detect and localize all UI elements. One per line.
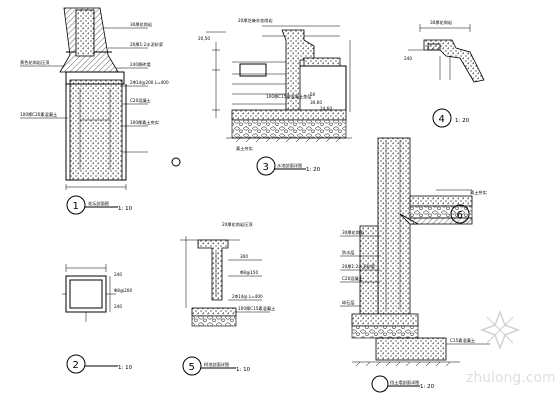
d4-scale: 1: 20 <box>455 118 470 124</box>
d6-note-4: C20混凝土 <box>342 275 363 282</box>
d2-note-2: Φ8@200 <box>114 288 132 293</box>
d5-note-1: 300 <box>240 254 248 259</box>
watermark-text: zhulong.com <box>466 370 556 386</box>
d6-note-2: 防水层 <box>342 249 355 256</box>
d1-number: 1 <box>73 201 79 212</box>
d1-note-r1: 30厚花岗岩 <box>130 21 152 28</box>
detail-2-column-plan: 240 Φ8@200 240 2 1: 10 <box>62 264 133 374</box>
d6-note-3: 20厚1:2水泥砂浆 <box>342 263 376 270</box>
d3-dim-1: 20,50 <box>198 36 210 41</box>
d3-dim-3: 30,60 <box>310 100 322 105</box>
d1-note-l1: 黄色花岗岩压顶 <box>20 59 50 66</box>
d2-number: 2 <box>73 360 79 371</box>
d3-number: 3 <box>263 162 269 173</box>
d1-title: 花坛剖面图 <box>88 200 109 207</box>
d6-scale: 1: 20 <box>420 384 435 390</box>
d2-note-1: 240 <box>114 272 122 277</box>
d6-note-7: C15素混凝土 <box>450 337 475 344</box>
detail-5-tree-pit-section: 20厚花岗岩压顶 300 Φ8@150 2Φ14@ L=400 100厚C15素… <box>180 221 275 376</box>
d4-note-1: 30厚花岗岩 <box>430 19 452 26</box>
d5-note-4: 100厚C15素混凝土 <box>238 305 275 312</box>
d1-note-r3: 240厚砖墙 <box>130 61 151 68</box>
d5-note-2: Φ8@150 <box>240 270 258 275</box>
d2-scale: 1: 10 <box>118 365 133 371</box>
d3-dim-4: 24,60 <box>320 106 332 111</box>
detail-6-retaining-wall-section: 30厚花岗岩 防水层 20厚1:2水泥砂浆 C20混凝土 碎石层 C15素混凝土… <box>340 137 490 393</box>
detail-1-planter-section: 30厚花岗岩 20厚1:2水泥砂浆 240厚砖墙 2Φ14@200 L=400 … <box>20 7 181 215</box>
d4-note-2: 240 <box>404 56 412 61</box>
d3-top-note: 20厚芝麻灰花岗岩 <box>238 17 273 24</box>
d1-note-r2: 20厚1:2水泥砂浆 <box>130 41 164 48</box>
d6-title: 挡土墙剖面详图 <box>390 379 419 386</box>
d3-scale: 1: 20 <box>306 167 321 173</box>
d4-number: 4 <box>439 114 445 125</box>
d5-top-note: 20厚花岗岩压顶 <box>222 221 253 228</box>
d6-note-6: 素土夯实 <box>470 189 487 196</box>
d6-note-1: 30厚花岗岩 <box>342 229 364 236</box>
d3-title: 水池剖面详图 <box>277 162 302 169</box>
d3-ground-note: 素土夯实 <box>236 145 253 152</box>
d5-scale: 1: 10 <box>236 367 251 373</box>
d6-note-5: 碎石层 <box>342 299 355 306</box>
d1-note-r4: 2Φ14@200 L=400 <box>130 80 169 85</box>
watermark-logo: zhulong.com <box>466 309 556 386</box>
d1-note-r6: 100厚素土夯实 <box>130 119 159 126</box>
d3-dim-2: 50 <box>310 92 316 97</box>
d3-base-note: 100厚C15素混凝土垫层 <box>266 93 312 100</box>
d5-number: 5 <box>189 362 195 373</box>
d1-note-l2: 100厚C20素混凝土 <box>20 111 57 118</box>
d1-note-r5: C20混凝土 <box>130 97 151 104</box>
d5-title: 树池剖面详图 <box>204 361 229 368</box>
d1-scale: 1: 10 <box>118 206 133 212</box>
d6-number: 6 <box>457 210 463 221</box>
detail-4-coping-section: 30厚花岗岩 240 4 1: 20 <box>404 19 485 128</box>
d5-note-3: 2Φ14@ L=400 <box>232 294 263 299</box>
d2-note-3: 240 <box>114 304 122 309</box>
detail-3-pool-section: 20厚芝麻灰花岗岩 20,50 50 30,60 24,60 100厚C15素混… <box>198 17 352 176</box>
